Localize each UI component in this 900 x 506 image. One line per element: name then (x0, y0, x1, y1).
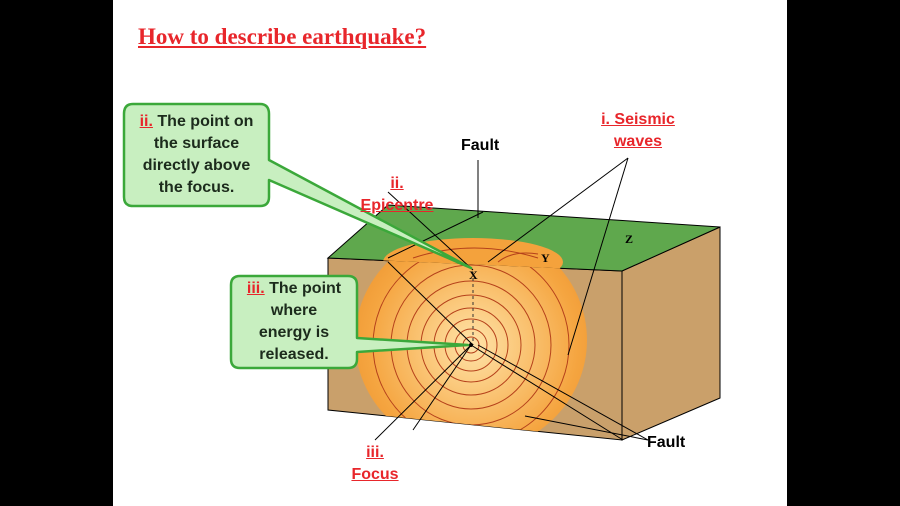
seismic-waves-line1: i. Seismic (601, 111, 675, 128)
epicentre-label-num: ii. (390, 175, 404, 192)
focus-callout-line3: energy is (258, 324, 330, 341)
focus-label-num: iii. (366, 444, 384, 461)
focus-callout-line4: released. (259, 346, 329, 363)
fault-label-top: Fault (461, 137, 500, 154)
epicentre-callout-shape (122, 102, 473, 270)
fault-bottom-pointer (524, 415, 649, 441)
focus-ray (412, 344, 472, 431)
seismic-pointer-2 (567, 157, 629, 356)
point-x-label: X (469, 268, 478, 282)
epicentre-callout-line1: ii. The point on (139, 113, 254, 130)
epicentre-callout-line2: the surface (153, 135, 240, 152)
focus-callout-shape (229, 274, 470, 370)
seismic-pointer-1 (487, 157, 629, 263)
slide: How to describe earthquake? i. Seismic w… (113, 0, 787, 506)
focus-callout-line1: iii. The point (246, 280, 342, 297)
focus-label: iii. Focus (335, 442, 415, 486)
focus-label-name: Focus (351, 466, 399, 483)
focus-to-fault-line (470, 344, 624, 441)
point-y-label: Y (541, 251, 550, 265)
focus-callout-num: iii. (246, 280, 265, 297)
earthquake-block-diagram (122, 102, 721, 441)
fault-bottom-pointer-2 (477, 344, 649, 441)
fault-label-bottom: Fault (647, 434, 686, 451)
focus-point (469, 343, 473, 347)
seismic-waves-label: i. Seismic waves (583, 109, 693, 153)
epicentre-pointer (387, 191, 474, 271)
focus-callout-text: iii. The point where energy is released. (233, 278, 355, 366)
epicentre-label-name: Epicentre (360, 197, 434, 214)
page-title: How to describe earthquake? (138, 24, 427, 49)
epicentre-label: ii. Epicentre (349, 173, 445, 217)
epicentre-callout-line3: directly above (142, 157, 251, 174)
focus-callout-line2: where (270, 302, 318, 319)
point-z-label: Z (625, 232, 634, 246)
epicentre-callout-num: ii. (139, 113, 153, 130)
fault-line-front (387, 261, 474, 346)
seismic-waves-line2: waves (613, 133, 663, 150)
epicentre-callout-line4: the focus. (158, 179, 235, 196)
focus-pointer (374, 344, 472, 441)
epicentre-callout-text: ii. The point on the surface directly ab… (126, 111, 267, 199)
